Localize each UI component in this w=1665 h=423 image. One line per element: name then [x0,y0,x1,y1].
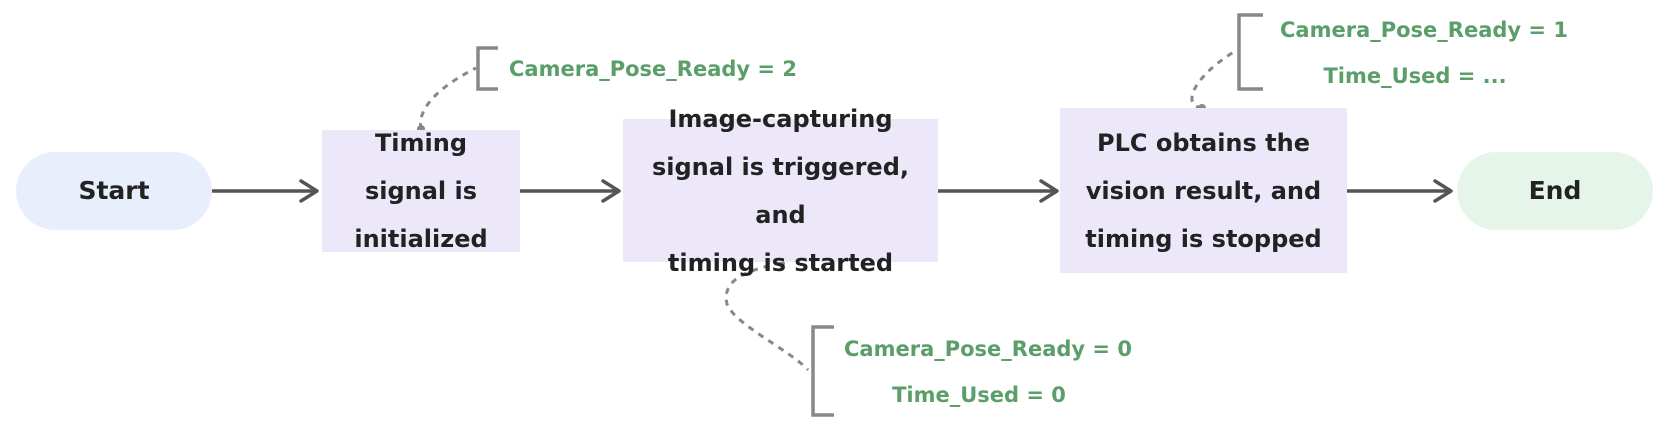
end-label: End [1528,176,1582,205]
process-initialize-line-1: Timing [374,129,468,157]
process-node-obtain: PLC obtains the vision result, and timin… [1060,108,1347,273]
note-trigger-line-2: Time_Used = 0 [892,383,1066,407]
note-bracket-obtain [1237,13,1263,91]
start-label: Start [78,176,150,205]
process-trigger-line-2: signal is triggered, and [651,152,909,229]
arrow-start-to-initialize [212,179,319,203]
note-trigger: Camera_Pose_Ready = 0 Time_Used = 0 [844,326,1132,418]
note-initialize: Camera_Pose_Ready = 2 [509,46,797,92]
note-bracket-initialize [476,46,498,91]
process-node-initialize: Timing signal is initialized [322,129,520,253]
note-connector-initialize [419,66,477,130]
arrow-obtain-to-end [1347,179,1453,203]
process-initialize-line-3: initialized [354,225,488,253]
process-node-trigger: Image-capturing signal is triggered, and… [623,105,938,277]
arrow-trigger-to-obtain [938,179,1059,203]
process-obtain-line-1: PLC obtains the [1097,128,1310,157]
note-connector-trigger [724,261,810,372]
process-trigger-line-1: Image-capturing [668,104,893,133]
note-bracket-trigger [811,325,834,417]
end-node: End [1457,152,1653,230]
arrow-initialize-to-trigger [520,179,621,203]
note-obtain-line-1: Camera_Pose_Ready = 1 [1280,18,1568,42]
note-obtain: Camera_Pose_Ready = 1 Time_Used = ... [1280,7,1568,99]
process-obtain-line-3: timing is stopped [1085,224,1322,253]
process-obtain-line-2: vision result, and [1085,176,1322,205]
note-connector-obtain [1190,48,1238,110]
process-initialize-line-2: signal is [364,177,478,205]
note-obtain-line-2: Time_Used = ... [1323,64,1507,88]
note-initialize-line-1: Camera_Pose_Ready = 2 [509,57,797,81]
start-node: Start [16,152,212,230]
note-trigger-line-1: Camera_Pose_Ready = 0 [844,337,1132,361]
process-trigger-line-3: timing is started [667,248,894,277]
